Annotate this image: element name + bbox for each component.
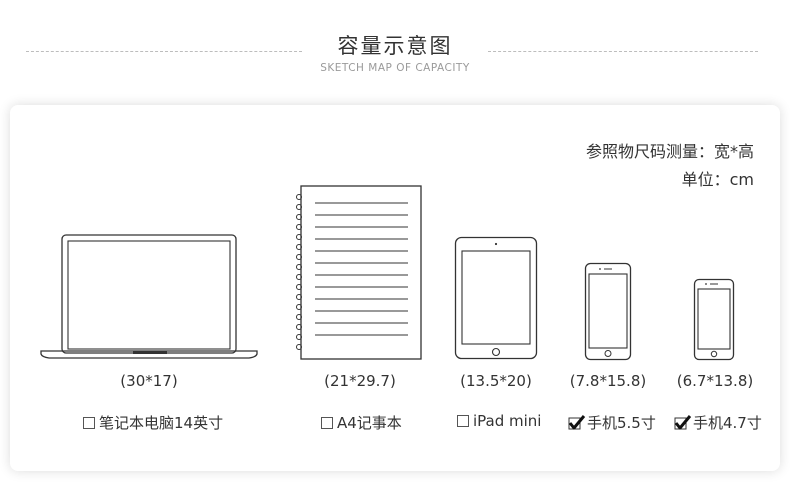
option-phone-5-5[interactable]: 手机5.5寸 bbox=[568, 412, 656, 433]
divider-left bbox=[26, 51, 302, 52]
tablet-icon bbox=[454, 236, 539, 361]
phone-5-5-icon bbox=[584, 262, 632, 361]
checkbox-unchecked[interactable] bbox=[321, 416, 333, 429]
option-label: 手机4.7寸 bbox=[693, 414, 762, 432]
option-label: 手机5.5寸 bbox=[587, 414, 656, 432]
measurement-note: 参照物尺码测量：宽*高 bbox=[585, 142, 754, 161]
notebook-icon bbox=[293, 185, 423, 361]
phone-4-7-icon bbox=[693, 278, 735, 361]
checkbox-unchecked[interactable] bbox=[457, 415, 469, 427]
unit-note: 单位：cm bbox=[681, 170, 754, 189]
size-label-tablet: (13.5*20) bbox=[460, 372, 532, 390]
option-label: iPad mini bbox=[473, 412, 542, 430]
option-tablet[interactable]: iPad mini bbox=[457, 412, 541, 430]
checkmark-icon[interactable] bbox=[674, 414, 692, 431]
laptop-icon bbox=[40, 233, 258, 361]
checkbox-unchecked[interactable] bbox=[83, 416, 95, 429]
size-label-laptop: (30*17) bbox=[120, 372, 178, 390]
checkmark-icon[interactable] bbox=[568, 414, 586, 431]
option-laptop[interactable]: 笔记本电脑14英寸 bbox=[83, 412, 223, 433]
option-label: 笔记本电脑14英寸 bbox=[99, 414, 224, 432]
page-subtitle: SKETCH MAP OF CAPACITY bbox=[320, 62, 470, 74]
header: 容量示意图 SKETCH MAP OF CAPACITY bbox=[0, 0, 790, 90]
option-notebook[interactable]: A4记事本 bbox=[321, 412, 402, 433]
size-label-phone-5-5: (7.8*15.8) bbox=[569, 372, 647, 390]
size-label-phone-4-7: (6.7*13.8) bbox=[676, 372, 754, 390]
capacity-panel: 参照物尺码测量：宽*高 单位：cm bbox=[10, 105, 780, 471]
option-phone-4-7[interactable]: 手机4.7寸 bbox=[674, 412, 762, 433]
option-label: A4记事本 bbox=[337, 414, 402, 432]
divider-right bbox=[488, 51, 758, 52]
page-title: 容量示意图 bbox=[337, 34, 453, 58]
size-label-notebook: (21*29.7) bbox=[324, 372, 396, 390]
